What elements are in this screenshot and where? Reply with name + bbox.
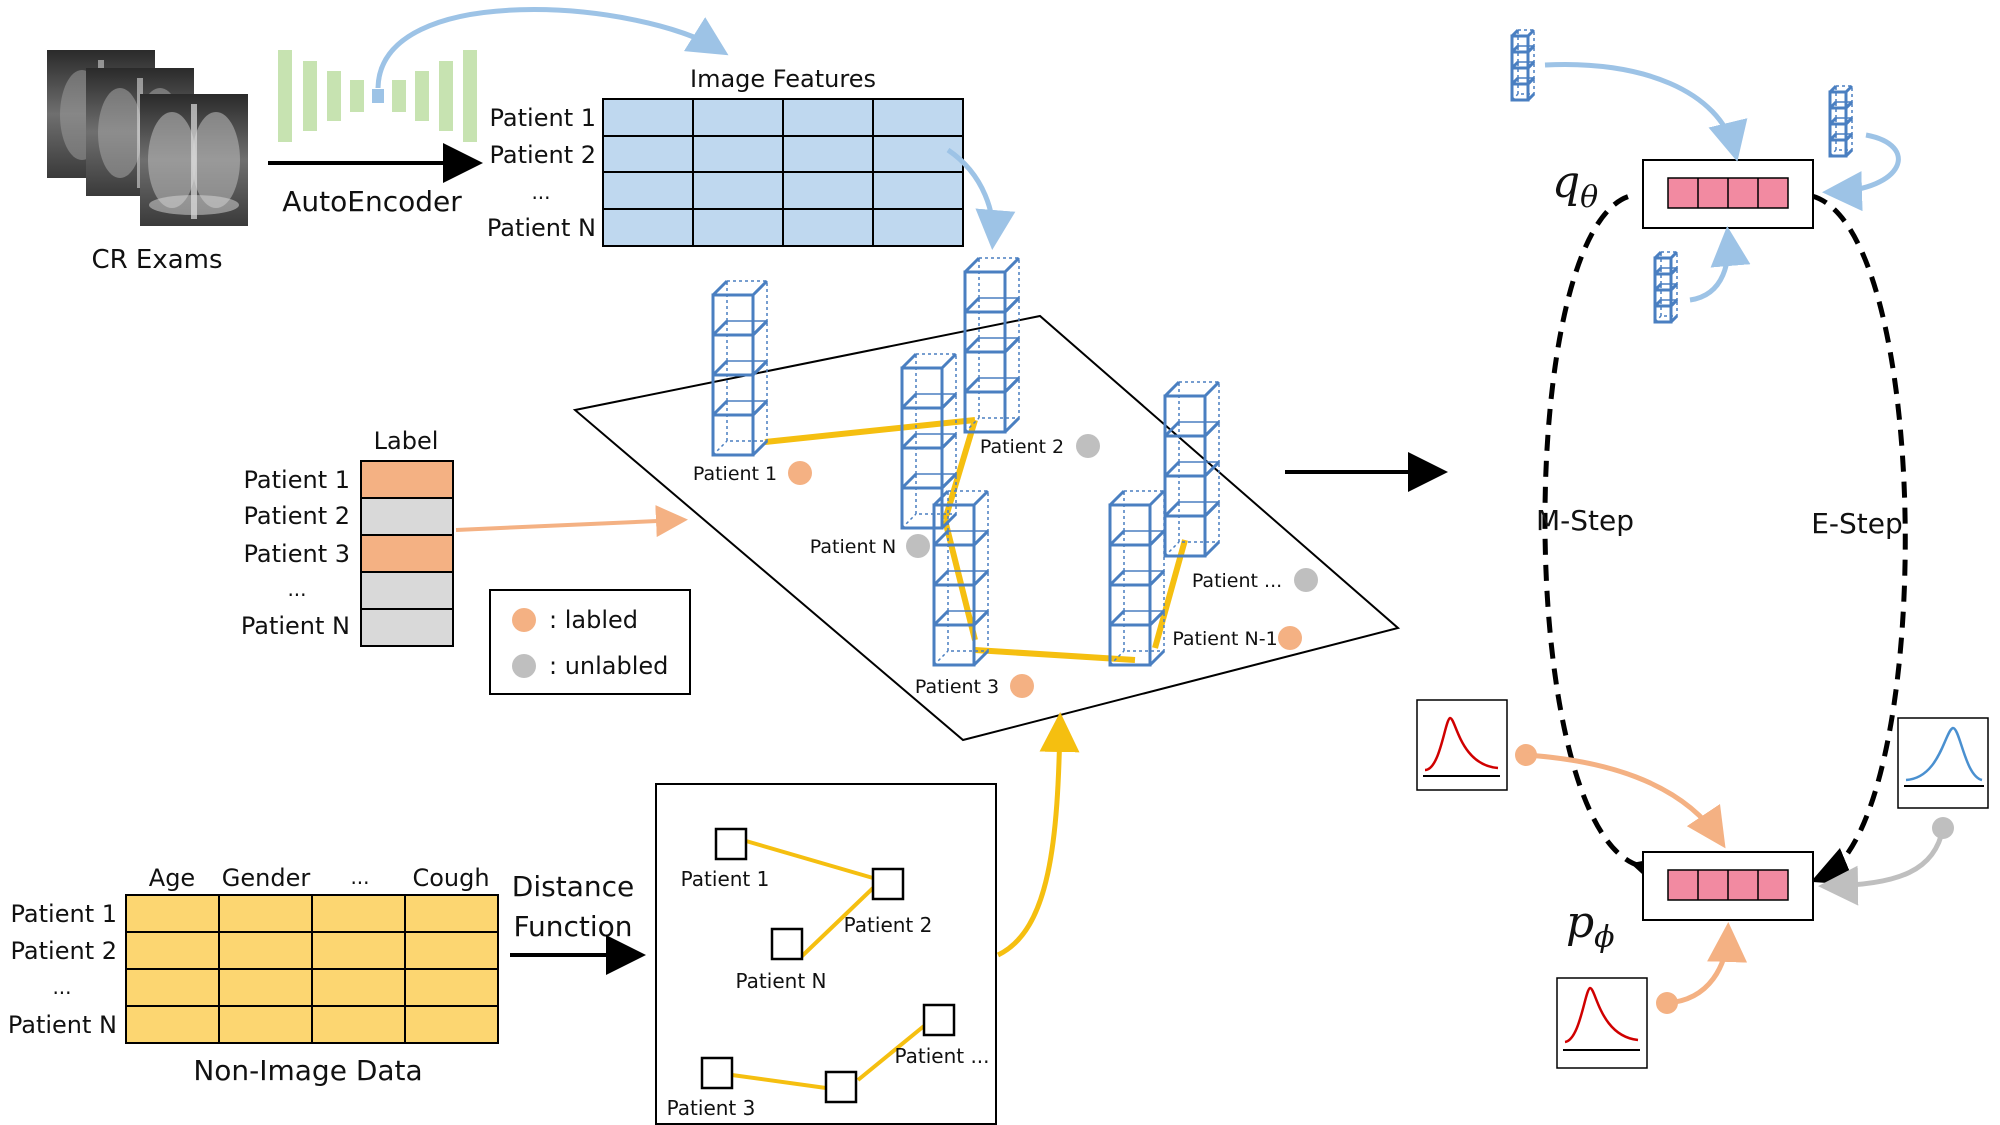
distance-node-patient-3: Patient 3: [667, 1096, 756, 1120]
graph-edges: [764, 417, 1188, 663]
cube-stack-patient-n: [900, 352, 958, 530]
p-phi-box: [1642, 851, 1814, 921]
non-image-row-4: Patient N: [8, 1011, 117, 1039]
non-image-row-3: ...: [52, 975, 71, 999]
distance-graph-nodes: [700, 827, 956, 1104]
xray-image-3: [140, 94, 248, 226]
graph-node-dot-patient-2: [1076, 434, 1100, 458]
distance-node-patient-1: Patient 1: [681, 867, 770, 891]
latent-cube-bottom: [1653, 250, 1679, 324]
m-step-dashed-path: [1542, 193, 1675, 894]
upper-dist-to-p-arrow: [1525, 752, 1726, 849]
latent-cube-right: [1828, 84, 1854, 158]
latent-cube-stacks: [1510, 28, 1854, 324]
label-table: [360, 460, 454, 647]
non-image-data-table: [125, 894, 499, 1044]
image-features-row-1: Patient 1: [490, 104, 596, 132]
red-distribution-icon-lower: [1556, 977, 1648, 1069]
distance-function-line-1: Distance: [512, 870, 634, 903]
image-features-row-2: Patient 2: [490, 141, 596, 169]
legend-unlabeled-dot: [512, 654, 536, 678]
graph-node-dot-patient-3: [1010, 674, 1034, 698]
e-step-dashed-path: [1810, 193, 1908, 885]
graph-node-dot-patient-n: [906, 534, 930, 558]
cube-to-q-arrow-top: [1544, 61, 1748, 162]
legend-labeled: : labled: [549, 606, 638, 634]
labels-to-graph-arrow: [455, 505, 688, 538]
lower-dist-to-p-arrow: [1666, 922, 1748, 1006]
features-to-graph-arrow: [946, 147, 1016, 250]
blue-distribution-icon: [1897, 717, 1989, 809]
autoencoder-label: AutoEncoder: [282, 185, 462, 218]
cube-stack-patient-2: [963, 256, 1021, 434]
distance-node-patient-n: Patient N: [736, 969, 827, 993]
non-image-col-age: Age: [149, 864, 195, 892]
cube-to-q-arrow-bottom: [1689, 226, 1751, 303]
label-row-1: Patient 1: [244, 466, 350, 494]
latent-to-features-arrow: [375, 7, 729, 89]
label-row-5: Patient N: [241, 612, 350, 640]
graph-node-dot-patient-n-1: [1278, 626, 1302, 650]
cr-exams-label: CR Exams: [91, 245, 222, 275]
graph-node-patient-n: Patient N: [810, 536, 896, 558]
blue-dist-to-p-arrow: [1818, 827, 1946, 906]
non-image-row-2: Patient 2: [11, 937, 117, 965]
graph-node-dot-patient-more: [1294, 568, 1318, 592]
red-distribution-icon-upper: [1416, 699, 1508, 791]
distance-node-patient-more: Patient ...: [894, 1044, 989, 1068]
graph-node-patient-3: Patient 3: [915, 676, 999, 698]
p-phi-label: pϕ: [1566, 897, 1615, 955]
label-row-3: Patient 3: [244, 540, 350, 568]
non-image-col-ellipsis: ...: [350, 865, 369, 889]
label-row-2: Patient 2: [244, 502, 350, 530]
graph-node-dot-patient-1: [788, 461, 812, 485]
image-features-row-3: ...: [531, 180, 550, 204]
cube-stack-patient-more: [1163, 380, 1221, 558]
graph-node-patient-1: Patient 1: [693, 463, 777, 485]
legend-labeled-dot: [512, 608, 536, 632]
distance-function-line-2: Function: [513, 910, 632, 943]
distance-node-patient-2: Patient 2: [844, 913, 933, 937]
cube-stack-patient-1: [711, 279, 769, 457]
distance-graph-to-plane-arrow: [996, 712, 1080, 958]
q-theta-box: [1642, 159, 1814, 229]
graph-node-patient-n-1: Patient N-1: [1172, 628, 1277, 650]
image-features-title: Image Features: [690, 65, 876, 93]
distance-graph-edges: [731, 839, 926, 1090]
legend-box: [489, 589, 691, 695]
image-features-row-4: Patient N: [487, 214, 596, 242]
population-graph-plane: [572, 314, 1401, 742]
cube-to-q-arrow-right: [1822, 132, 1901, 212]
feature-cube-stacks: [711, 256, 1221, 667]
legend-unlabeled: : unlabled: [549, 652, 668, 680]
cube-stack-patient-3: [932, 489, 990, 667]
non-image-col-cough: Cough: [412, 864, 489, 892]
label-row-4: ...: [287, 577, 306, 601]
graph-node-patient-2: Patient 2: [980, 436, 1064, 458]
q-theta-label: qθ: [1552, 157, 1598, 215]
graph-node-patient-more: Patient ...: [1192, 570, 1282, 592]
e-step-label: E-Step: [1811, 507, 1903, 540]
non-image-row-1: Patient 1: [11, 900, 117, 928]
label-table-header: Label: [374, 427, 439, 455]
non-image-caption: Non-Image Data: [193, 1054, 422, 1087]
image-features-table: [602, 98, 964, 247]
cr-exam-images: [47, 50, 248, 226]
autoencoder-icon: [278, 50, 477, 142]
m-step-label: M-Step: [1536, 504, 1634, 537]
non-image-col-gender: Gender: [222, 864, 311, 892]
cube-stack-patient-n-1: [1108, 489, 1166, 667]
latent-cube-top: [1510, 28, 1536, 102]
